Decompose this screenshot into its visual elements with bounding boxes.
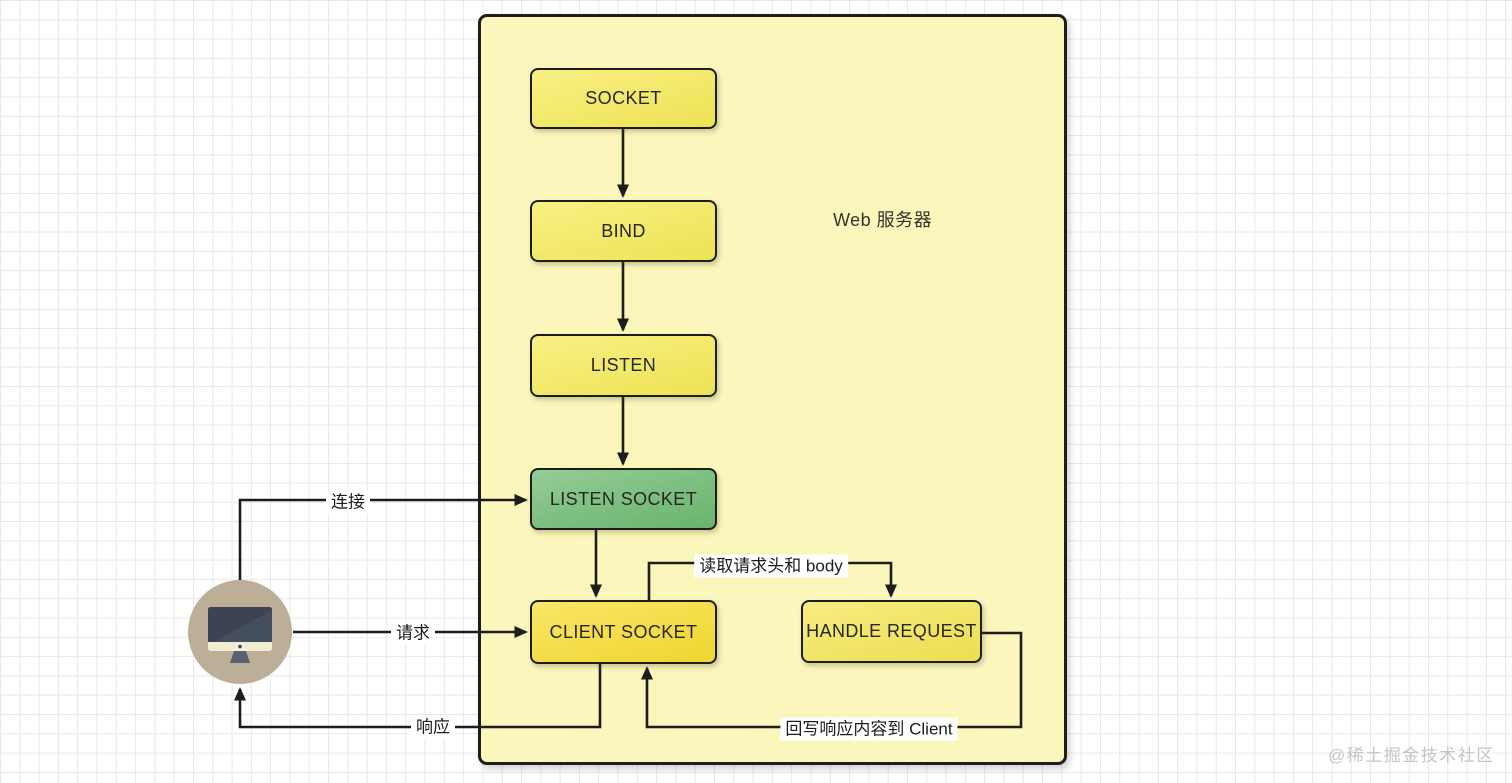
monitor-chin-dot (238, 644, 242, 649)
edge-label-response: 响应 (411, 715, 455, 739)
node-client-socket: CLIENT SOCKET (530, 600, 717, 664)
edge-label-write-response: 回写响应内容到 Client (780, 717, 958, 741)
edge-label-read-request: 读取请求头和 body (694, 554, 848, 578)
web-server-label: Web 服务器 (833, 210, 933, 230)
node-bind: BIND (530, 200, 717, 262)
node-listen-socket: LISTEN SOCKET (530, 468, 717, 530)
desktop-computer-icon (208, 607, 272, 663)
monitor-stand (230, 651, 250, 663)
edge-label-connect: 连接 (326, 490, 370, 514)
node-socket: SOCKET (530, 68, 717, 129)
edge-label-request: 请求 (391, 621, 435, 645)
client-computer (188, 580, 292, 684)
node-listen: LISTEN (530, 334, 717, 397)
monitor-screen-sheen (212, 610, 272, 643)
node-handle-request: HANDLE REQUEST (801, 600, 982, 663)
watermark: @稀土掘金技术社区 (1328, 746, 1495, 765)
